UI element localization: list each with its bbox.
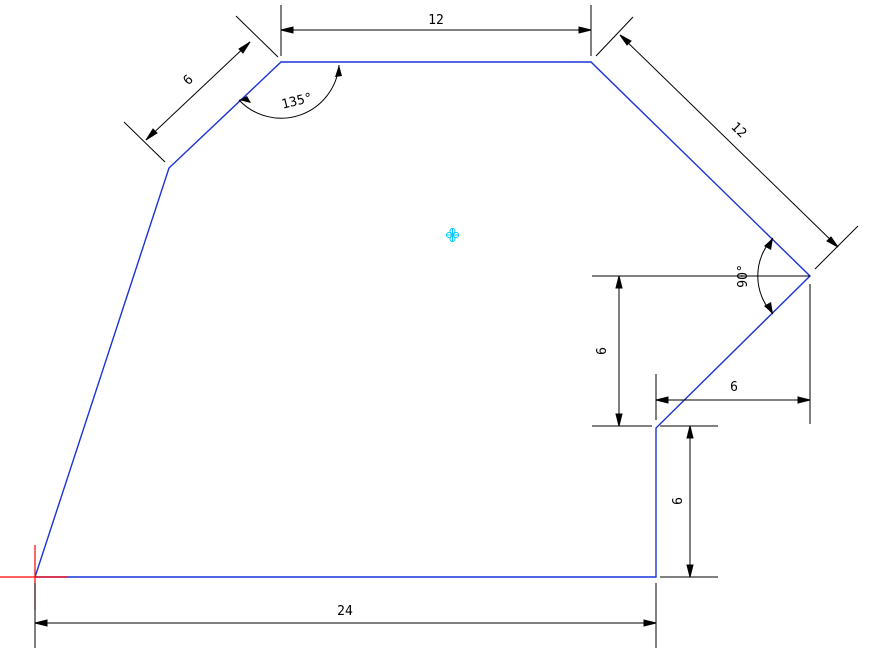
dimension-top-edge xyxy=(280,5,592,56)
dimension-lower-right-vertical xyxy=(660,425,718,578)
dimension-top-edge-label: 12 xyxy=(428,13,444,28)
dimension-notch-horizontal xyxy=(655,284,811,424)
crosshair-icon xyxy=(0,545,68,610)
angle-top-left-label: 135° xyxy=(280,91,314,113)
dimension-notch-horizontal-label: 6 xyxy=(730,380,738,395)
part-profile xyxy=(34,61,811,578)
dimension-lower-right-vertical-label: 6 xyxy=(671,497,686,505)
angle-right-label: 90° xyxy=(736,264,751,287)
dimension-right-slant xyxy=(595,16,859,270)
dimension-bottom-edge-label: 24 xyxy=(337,604,353,619)
dimension-top-left-chamfer-label: 6 xyxy=(181,72,197,88)
dimension-right-vertical-label: 6 xyxy=(595,347,610,355)
angle-dimension-top-left xyxy=(238,64,342,119)
dimension-right-slant-label: 12 xyxy=(728,120,750,142)
snap-center-icon xyxy=(446,228,459,242)
dimension-top-left-chamfer xyxy=(123,15,279,163)
angle-dimension-right xyxy=(757,237,774,315)
dimension-bottom-edge xyxy=(34,583,657,648)
dimension-right-vertical xyxy=(592,275,810,427)
